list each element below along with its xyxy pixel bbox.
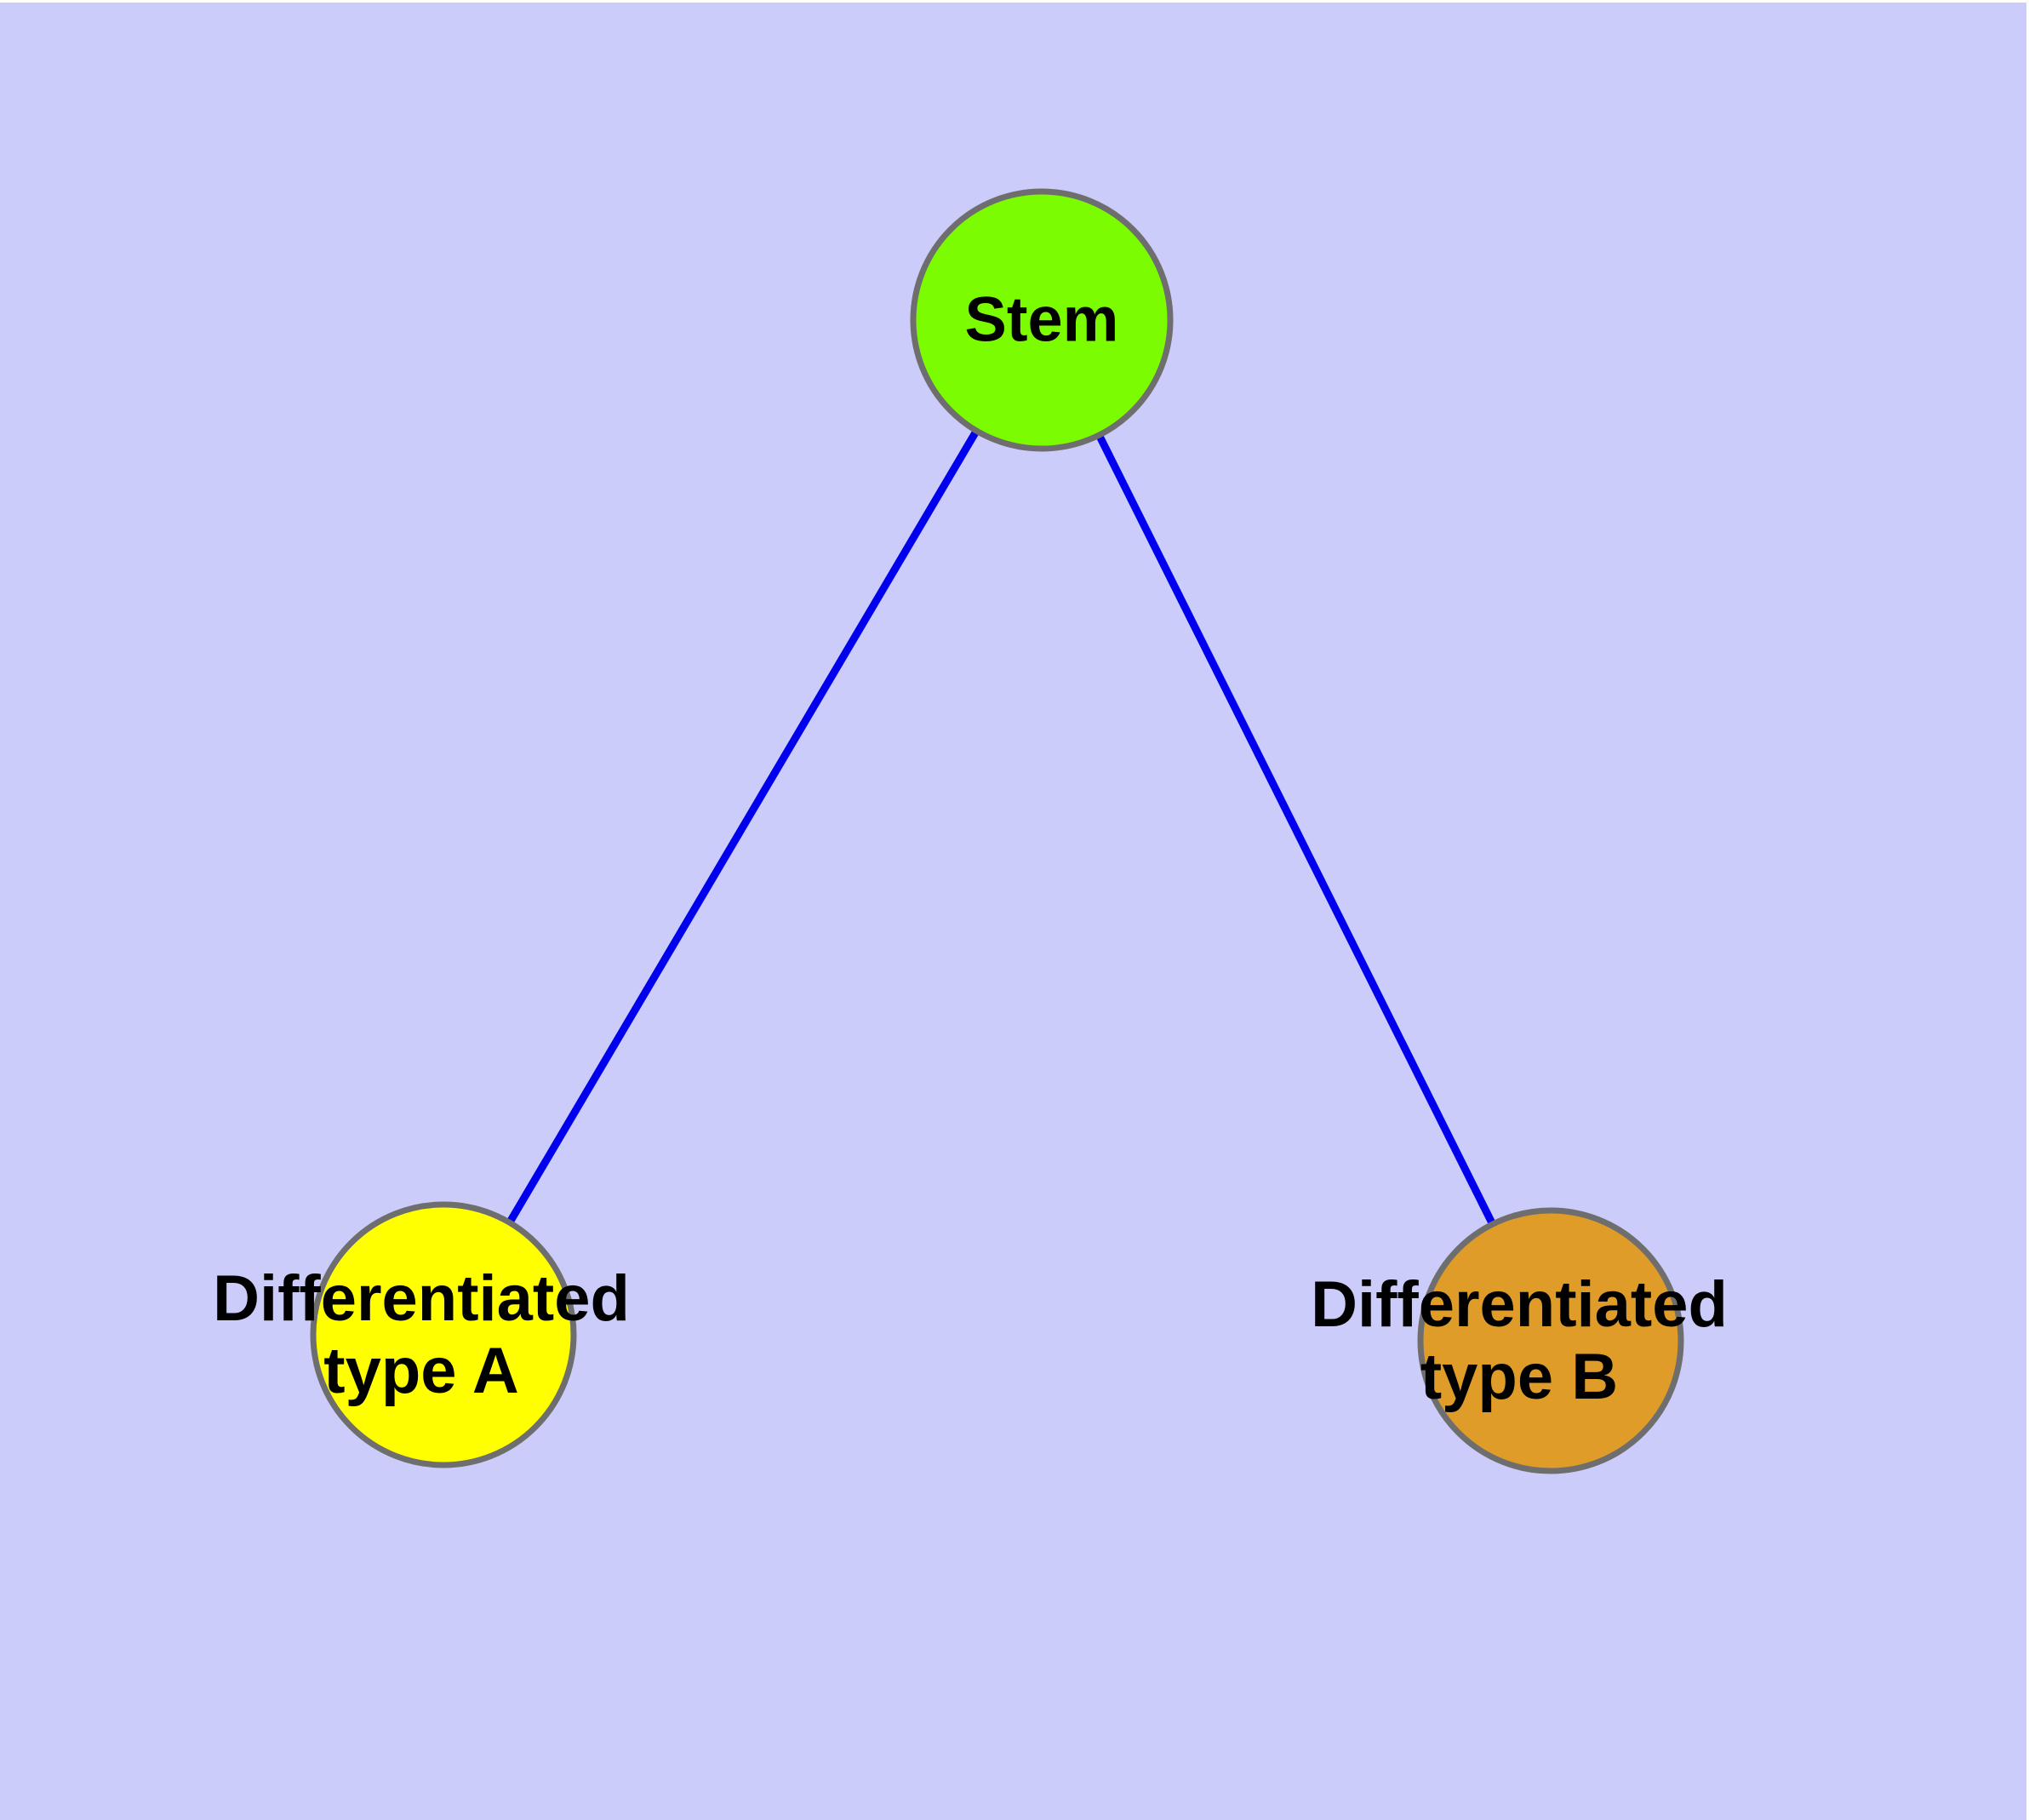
node-stem[interactable] [910, 188, 1174, 452]
node-differentiated-type-b[interactable] [1417, 1207, 1684, 1474]
graph-svg [310, 188, 1684, 1474]
edge-stem-to-diff-b[interactable] [1037, 318, 1555, 1343]
diagram-plot-area: Stem Differentiated type A Differentiate… [0, 3, 2026, 1820]
node-layer [310, 188, 1684, 1474]
edge-layer [440, 318, 1555, 1343]
node-differentiated-type-a[interactable] [310, 1201, 577, 1468]
edge-stem-to-diff-a[interactable] [440, 318, 1045, 1337]
